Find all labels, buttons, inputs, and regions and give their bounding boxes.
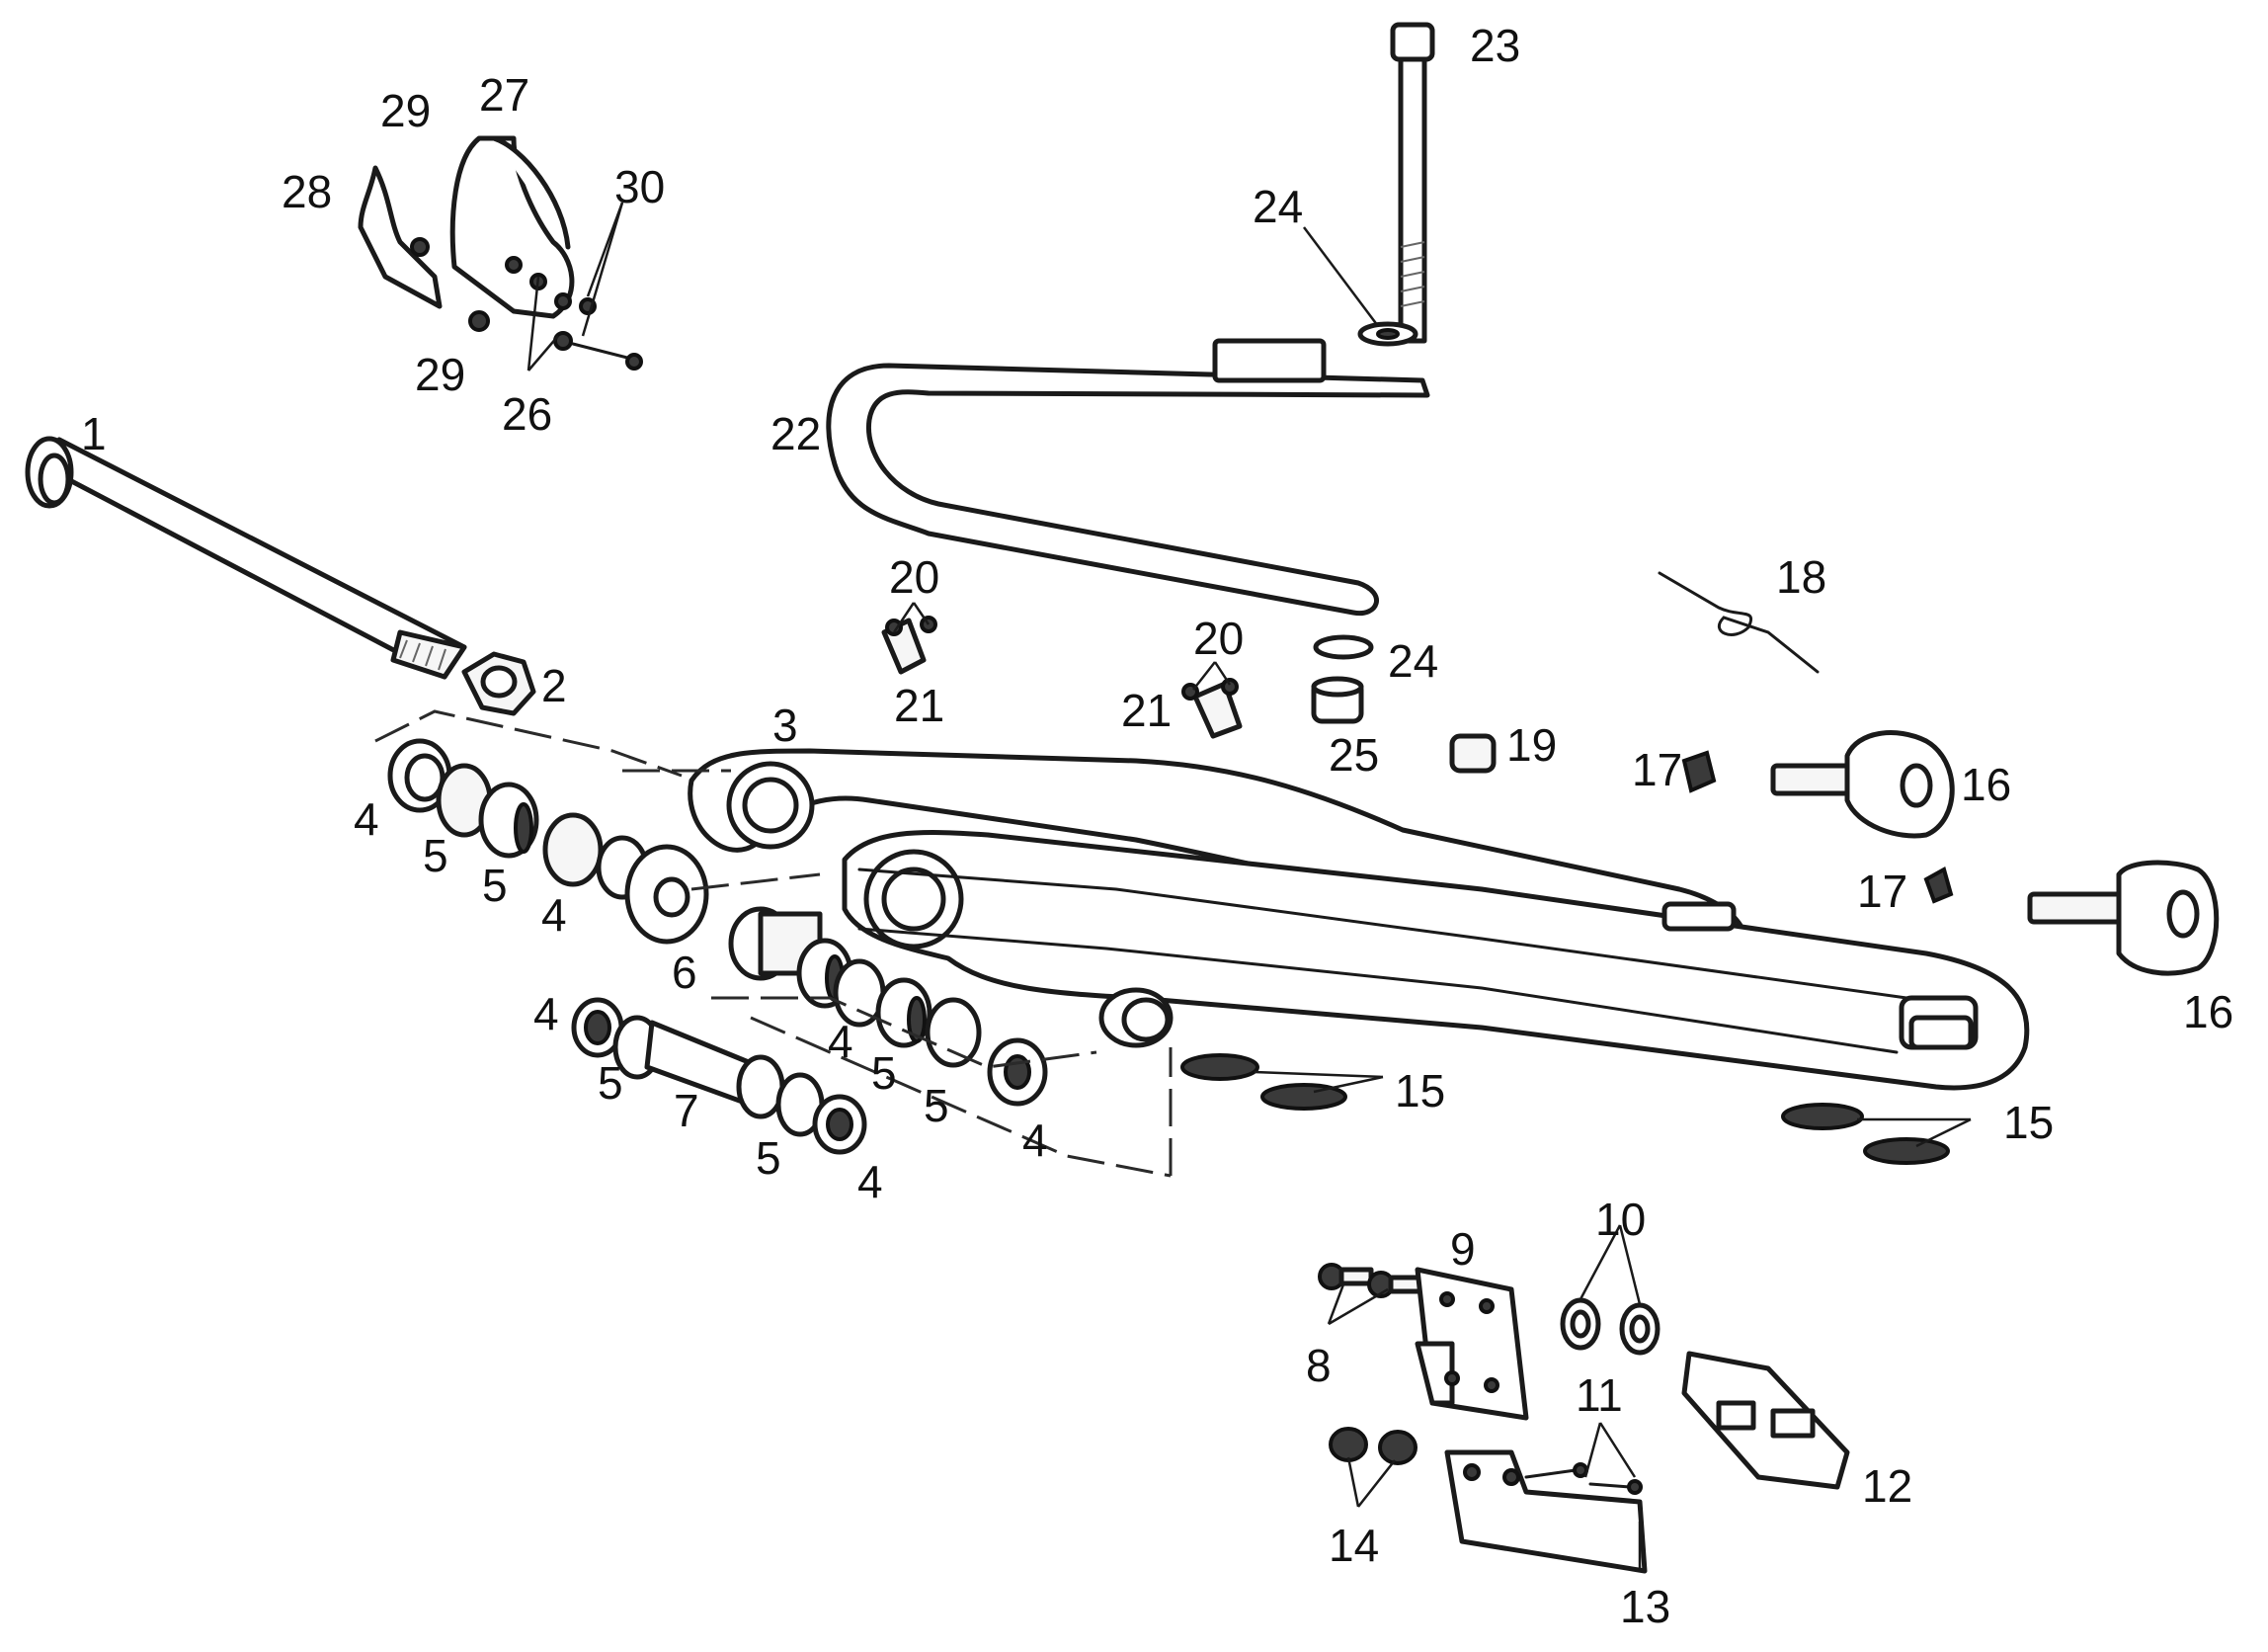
- pivot-axle: [25, 436, 467, 680]
- clamp-right: [1181, 678, 1243, 739]
- callout-10: 10: [1595, 1194, 1646, 1245]
- callout-4: 4: [541, 889, 567, 941]
- callout-5: 5: [482, 860, 508, 911]
- callout-2: 2: [541, 660, 567, 711]
- callout-30: 30: [614, 161, 665, 212]
- swingarm: [688, 748, 2030, 1091]
- callout-4: 4: [857, 1156, 883, 1207]
- callout-12: 12: [1862, 1460, 1912, 1512]
- chain-adjuster-upper: [1681, 730, 1955, 839]
- callout-15: 15: [1395, 1065, 1445, 1116]
- callout-15: 15: [2003, 1097, 2054, 1148]
- callout-5: 5: [924, 1080, 949, 1131]
- callout-14: 14: [1329, 1520, 1379, 1571]
- callout-29: 29: [415, 349, 465, 400]
- callout-17: 17: [1857, 866, 1907, 917]
- bracket-assembly: [358, 135, 643, 371]
- bearing-stack-lower: [571, 997, 867, 1155]
- callout-4: 4: [828, 1016, 853, 1067]
- callout-labels: 1 2 3 4 4 4 4 4 4 5 5 5 5 5 5 6 7 8 9 10…: [81, 20, 2233, 1632]
- chain-guide-assembly: [1318, 1263, 1850, 1574]
- callout-6: 6: [672, 947, 697, 998]
- long-bolt: [1390, 22, 1435, 344]
- rubber-pads: [1180, 1053, 1950, 1165]
- callout-16: 16: [2183, 986, 2233, 1037]
- callout-13: 13: [1620, 1581, 1670, 1632]
- spring-clip: [1658, 571, 1820, 674]
- callout-5: 5: [756, 1132, 781, 1184]
- washer-lower: [1313, 634, 1374, 660]
- callout-11: 11: [1576, 1369, 1623, 1421]
- callout-4: 4: [1022, 1115, 1048, 1166]
- callout-24: 24: [1253, 181, 1303, 232]
- callout-26: 26: [502, 388, 552, 440]
- callout-1: 1: [81, 408, 107, 459]
- callout-29: 29: [380, 85, 431, 136]
- callout-23: 23: [1470, 20, 1520, 71]
- callout-17: 17: [1632, 744, 1682, 795]
- axle-nut: [461, 651, 536, 716]
- callout-24: 24: [1388, 635, 1438, 687]
- callout-5: 5: [871, 1047, 897, 1099]
- callout-5: 5: [423, 830, 448, 881]
- leader-lines: [526, 202, 1972, 1571]
- washer-upper: [1357, 321, 1418, 347]
- callout-4: 4: [354, 793, 379, 845]
- small-bushing: [1449, 733, 1497, 774]
- callout-9: 9: [1450, 1223, 1476, 1275]
- callout-20: 20: [889, 551, 939, 603]
- assembly-guide-lines: [374, 709, 1173, 1178]
- callout-27: 27: [479, 69, 529, 121]
- callout-22: 22: [770, 408, 821, 459]
- bearing-stack-upper: [387, 738, 709, 945]
- callout-18: 18: [1776, 551, 1826, 603]
- callout-5: 5: [598, 1057, 623, 1109]
- callout-4: 4: [533, 988, 559, 1039]
- callout-25: 25: [1329, 729, 1379, 781]
- bearing-stack-middle: [728, 906, 1048, 1107]
- clamp-left: [881, 616, 937, 675]
- callout-21: 21: [1121, 685, 1172, 736]
- chain-adjuster-lower: [1923, 860, 2220, 976]
- callout-21: 21: [894, 680, 944, 731]
- callout-8: 8: [1306, 1340, 1332, 1391]
- callout-3: 3: [772, 700, 798, 751]
- spacer-bushing: [1311, 676, 1364, 724]
- callout-20: 20: [1193, 613, 1244, 664]
- callout-7: 7: [674, 1085, 699, 1136]
- u-bracket: [826, 338, 1430, 617]
- callout-19: 19: [1506, 719, 1557, 771]
- callout-28: 28: [282, 166, 332, 217]
- callout-16: 16: [1961, 759, 2011, 810]
